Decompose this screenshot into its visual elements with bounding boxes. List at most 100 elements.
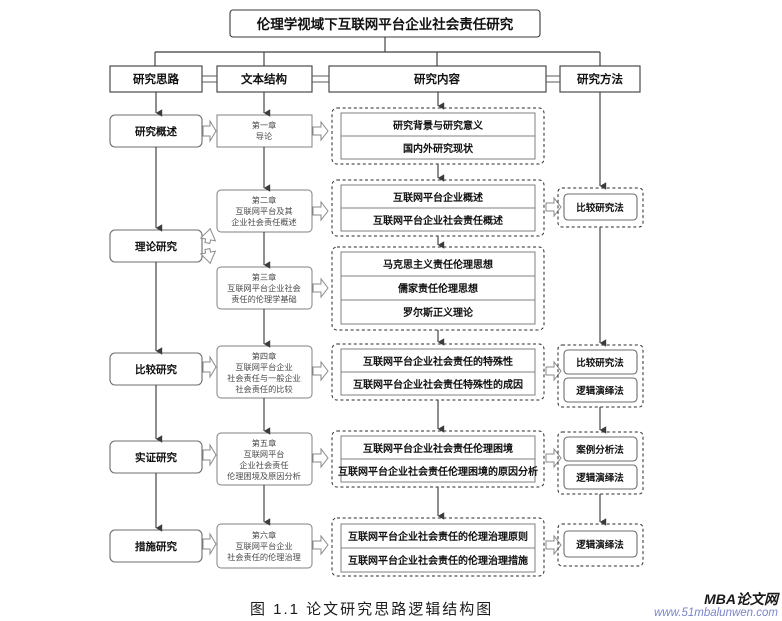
chapter-line2-4: 社会责任与一般企业 [227, 373, 301, 383]
chapter-line1-5: 互联网平台 [244, 449, 285, 459]
stage-node-5: 措施研究 [109, 529, 203, 563]
stage-label-5: 措施研究 [135, 540, 177, 553]
chapter-line1-4: 互联网平台企业 [235, 362, 292, 372]
chapter-to-content-arrow-1 [312, 120, 329, 142]
chapter-to-content-arrow-5 [312, 447, 329, 469]
stage-node-1: 研究概述 [109, 114, 203, 148]
method-item-rect-4-1 [563, 530, 638, 558]
content-item-rect-6-1 [340, 523, 536, 549]
chapter-number-4: 第四章 [252, 351, 277, 361]
column-header-research-approach: 研究思路 [109, 65, 203, 93]
content-item-label-1-1: 研究背景与研究意义 [393, 119, 484, 132]
content-group-2: 互联网平台企业概述 互联网平台企业社会责任概述 [331, 179, 545, 237]
content-to-method-arrow-2 [545, 360, 562, 382]
content-item-label-2-2: 互联网平台企业社会责任概述 [373, 214, 503, 227]
method-item-rect-2-1 [563, 349, 638, 375]
content-item-label-6-1: 互联网平台企业社会责任的伦理治理原则 [348, 530, 528, 543]
column-header-research-content: 研究内容 [328, 65, 547, 93]
chapter-number-2: 第二章 [252, 195, 277, 205]
chapter-line3-5: 伦理困境及原因分析 [227, 471, 301, 481]
content-item-label-1-2: 国内外研究现状 [403, 142, 474, 155]
method-item-rect-2-2 [563, 377, 638, 403]
header-rect-3 [328, 65, 547, 93]
header-rect-1 [109, 65, 203, 93]
content-item-label-6-2: 互联网平台企业社会责任的伦理治理措施 [348, 554, 528, 567]
stage-to-chapter-arrow-4 [202, 443, 217, 467]
content-item-rect-1-2 [340, 135, 536, 160]
method-group-1: 比较研究法 [557, 187, 644, 228]
content-item-rect-3-3 [340, 299, 536, 325]
chapter-node-3: 第三章 互联网平台企业社会 责任的伦理学基础 [216, 266, 313, 310]
content-group-1: 研究背景与研究意义 国内外研究现状 [331, 107, 545, 165]
content-item-label-5-1: 互联网平台企业社会责任伦理困境 [363, 442, 513, 455]
content-item-label-5-2: 互联网平台企业社会责任伦理困境的原因分析 [338, 465, 538, 478]
stage-to-chapter-arrow-5 [202, 532, 217, 556]
chapter-node-1: 第一章 导论 [216, 114, 313, 148]
chapter-to-content-arrow-6 [312, 534, 329, 556]
content-to-method-arrow-1 [545, 196, 562, 218]
chapter-number-6: 第六章 [252, 530, 277, 540]
method-item-label-2-1: 比较研究法 [576, 357, 624, 369]
column-header-label-2: 文本结构 [241, 72, 287, 86]
content-item-rect-4-2 [340, 371, 536, 396]
chapter-line1-3: 互联网平台企业社会 [227, 283, 301, 293]
stage-to-chapter-arrow-3 [202, 355, 217, 379]
column-header-research-method: 研究方法 [559, 65, 641, 93]
chapter-node-4: 第四章 互联网平台企业 社会责任与一般企业 社会责任的比较 [216, 345, 313, 399]
stage-node-2: 理论研究 [109, 229, 203, 263]
chapter-node-5: 第五章 互联网平台 企业社会责任 伦理困境及原因分析 [216, 432, 313, 486]
watermark-url: www.51mbalunwen.com [653, 606, 778, 619]
method-item-label-4-1: 逻辑演绎法 [575, 539, 624, 551]
figure-title-box: 伦理学视域下互联网平台企业社会责任研究 [229, 9, 541, 38]
content-item-label-4-1: 互联网平台企业社会责任的特殊性 [363, 355, 513, 368]
content-item-rect-2-2 [340, 207, 536, 232]
content-to-method-arrow-4 [545, 534, 562, 556]
chapter-line1-1: 导论 [256, 131, 272, 141]
chapter-rect-1 [216, 114, 313, 148]
column-header-text-structure: 文本结构 [216, 65, 313, 93]
chapter-line2-5: 企业社会责任 [239, 460, 288, 470]
method-item-label-2-2: 逻辑演绎法 [575, 385, 624, 397]
method-item-rect-3-2 [563, 464, 638, 490]
chapter-node-6: 第六章 互联网平台企业 社会责任的伦理治理 [216, 523, 313, 569]
stage-to-chapter-arrow-2b [199, 248, 217, 265]
content-to-method-arrow-3 [545, 447, 562, 469]
stage-label-3: 比较研究 [135, 363, 177, 376]
chapter-line3-4: 社会责任的比较 [235, 384, 292, 394]
column-header-label-3: 研究内容 [414, 72, 460, 86]
content-group-6: 互联网平台企业社会责任的伦理治理原则 互联网平台企业社会责任的伦理治理措施 [331, 517, 545, 577]
watermark: MBA论文网 www.51mbalunwen.com [654, 592, 778, 619]
method-group-4: 逻辑演绎法 [557, 523, 644, 567]
column-header-label-4: 研究方法 [577, 72, 623, 86]
content-item-rect-6-2 [340, 547, 536, 573]
content-item-rect-3-1 [340, 251, 536, 277]
stage-to-chapter-arrow-1 [202, 119, 217, 143]
title-bus-connector [154, 37, 601, 66]
chapter-to-content-arrow-4 [312, 360, 329, 382]
chapter-number-5: 第五章 [252, 438, 277, 448]
header-linkers [202, 75, 560, 83]
method-item-label-1-1: 比较研究法 [576, 202, 624, 214]
chapter-line2-3: 责任的伦理学基础 [231, 294, 297, 304]
method-group-3: 案例分析法 逻辑演绎法 [557, 431, 644, 495]
method-item-rect-1-1 [563, 193, 638, 221]
content-item-label-3-1: 马克思主义责任伦理思想 [383, 258, 493, 271]
stage-node-3: 比较研究 [109, 352, 203, 386]
figure-title-text: 伦理学视域下互联网平台企业社会责任研究 [257, 16, 514, 32]
chapter-to-content-arrow-3 [312, 277, 329, 299]
content-item-label-2-1: 互联网平台企业概述 [393, 191, 483, 204]
chapter-line1-2: 互联网平台及其 [235, 206, 292, 216]
chapter-to-content-arrow-2 [312, 200, 329, 222]
content-item-label-3-3: 罗尔斯正义理论 [403, 306, 474, 319]
chapter-line2-6: 社会责任的伦理治理 [227, 552, 301, 562]
method-group-2: 比较研究法 逻辑演绎法 [557, 344, 644, 408]
chapter-line1-6: 互联网平台企业 [235, 541, 292, 551]
stage-label-2: 理论研究 [135, 240, 177, 253]
content-group-3: 马克思主义责任伦理思想 儒家责任伦理思想 罗尔斯正义理论 [331, 246, 545, 331]
stage-node-4: 实证研究 [109, 440, 203, 474]
content-group-5: 互联网平台企业社会责任伦理困境 互联网平台企业社会责任伦理困境的原因分析 [331, 430, 545, 488]
stage-label-1: 研究概述 [135, 125, 177, 138]
chapter-line2-2: 企业社会责任概述 [231, 217, 297, 227]
